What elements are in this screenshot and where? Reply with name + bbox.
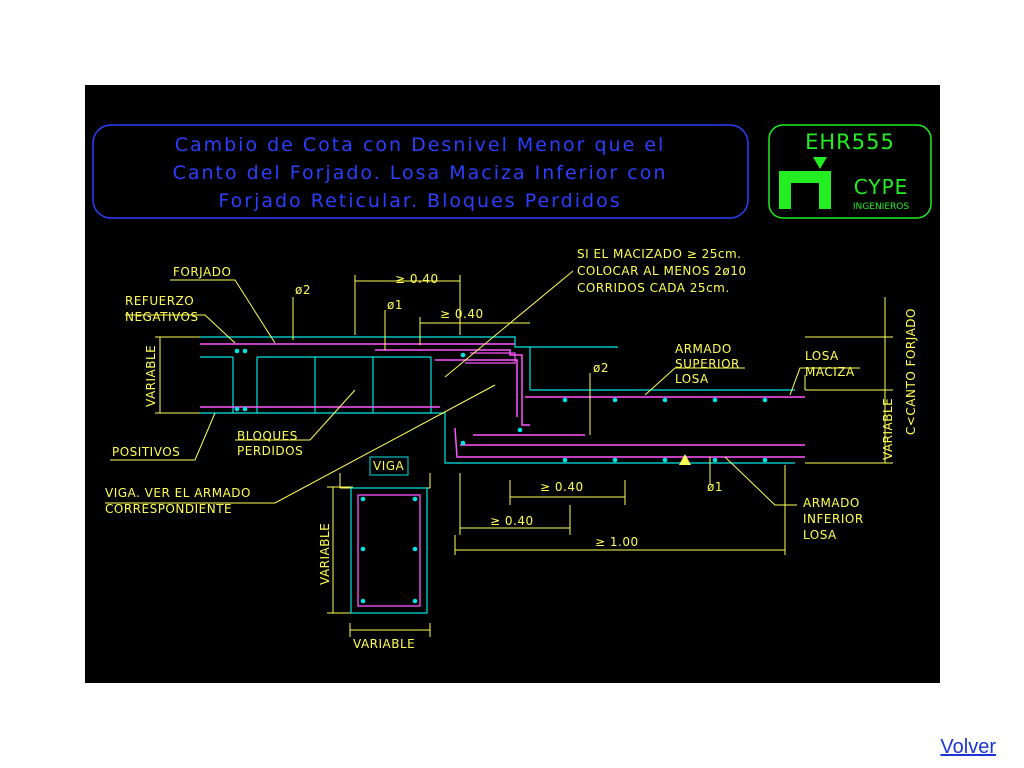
- cad-drawing: Cambio de Cota con Desnivel Menor que el…: [85, 85, 940, 683]
- label-losa-1: LOSA: [805, 349, 839, 363]
- label-phi2-right: ø2: [593, 361, 609, 375]
- label-ge100: ≥ 1.00: [595, 535, 639, 549]
- label-forjado: FORJADO: [173, 265, 231, 279]
- label-ge040-bottom-1: ≥ 0.40: [540, 480, 584, 494]
- label-ge040-bottom-2: ≥ 0.40: [490, 514, 534, 528]
- label-ge040-mid: ≥ 0.40: [440, 307, 484, 321]
- label-viga-ver-2: CORRESPONDIENTE: [105, 502, 232, 516]
- rebar-dots: [234, 348, 768, 463]
- cype-logo: EHR555 CYPE INGENIEROS: [768, 124, 932, 219]
- logo-brand: CYPE: [854, 175, 909, 199]
- label-si-3: CORRIDOS CADA 25cm.: [577, 281, 730, 295]
- viga-section: [350, 456, 428, 614]
- label-variable-viga-h: VARIABLE: [353, 637, 415, 651]
- label-variable-left: VARIABLE: [144, 345, 158, 407]
- title-box: [92, 124, 749, 219]
- label-armado-inf-2: INFERIOR: [803, 512, 864, 526]
- annotation-lines: [105, 270, 893, 637]
- label-si-2: COLOCAR AL MENOS 2ø10: [577, 264, 747, 278]
- label-bloques-1: BLOQUES: [237, 429, 298, 443]
- label-armado-sup-3: LOSA: [675, 372, 709, 386]
- title-line-3: Forjado Reticular. Bloques Perdidos: [218, 190, 621, 212]
- rebar: [200, 343, 805, 458]
- label-ge040-top: ≥ 0.40: [395, 272, 439, 286]
- concrete-outline: [200, 336, 795, 464]
- label-refuerzo-2: NEGATIVOS: [125, 310, 199, 324]
- label-phi1-bottom: ø1: [707, 480, 723, 494]
- label-bloques-2: PERDIDOS: [237, 444, 303, 458]
- logo-sub: INGENIEROS: [853, 202, 909, 212]
- label-variable-right: VARIABLE: [881, 398, 895, 460]
- title-line-1: Cambio de Cota con Desnivel Menor que el: [175, 134, 666, 156]
- volver-link[interactable]: Volver: [940, 736, 996, 758]
- level-marker: [679, 454, 691, 465]
- label-armado-sup-2: SUPERIOR: [675, 357, 740, 371]
- detail-diagram: Cambio de Cota con Desnivel Menor que el…: [92, 124, 932, 651]
- title-line-2: Canto del Forjado. Losa Maciza Inferior …: [173, 162, 668, 184]
- label-phi1-top: ø1: [387, 298, 403, 312]
- label-viga-ver-1: VIGA. VER EL ARMADO: [105, 486, 251, 500]
- logo-code: EHR555: [805, 130, 895, 154]
- label-phi2-left: ø2: [295, 283, 311, 297]
- label-viga-box: VIGA: [373, 459, 405, 473]
- label-canto: C<CANTO FORJADO: [904, 308, 918, 435]
- label-variable-viga-v: VARIABLE: [318, 523, 332, 585]
- label-armado-inf-1: ARMADO: [803, 496, 860, 510]
- label-refuerzo-1: REFUERZO: [125, 294, 194, 308]
- label-armado-inf-3: LOSA: [803, 528, 837, 542]
- label-losa-2: MACIZA: [805, 365, 855, 379]
- label-armado-sup-1: ARMADO: [675, 342, 732, 356]
- label-si-1: SI EL MACIZADO ≥ 25cm.: [577, 247, 742, 261]
- label-positivos: POSITIVOS: [112, 445, 180, 459]
